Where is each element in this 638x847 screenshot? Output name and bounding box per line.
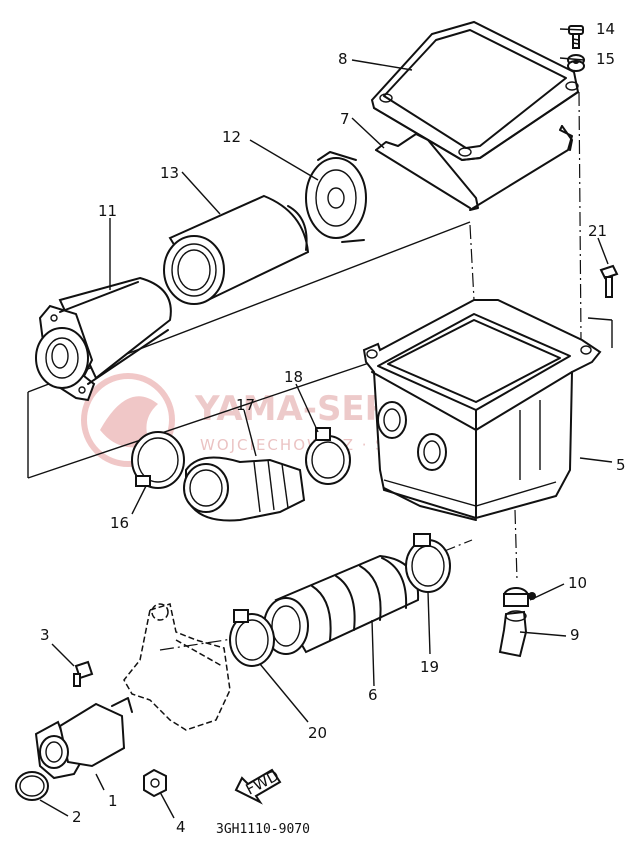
part-18-clamp bbox=[305, 427, 351, 485]
part-13-air-filter-element bbox=[163, 194, 310, 305]
callout-3: 3 bbox=[40, 626, 50, 644]
callout-17: 17 bbox=[236, 396, 255, 414]
diagram-code: 3GH1110-9070 bbox=[216, 822, 310, 837]
part-15-washer bbox=[567, 54, 585, 72]
callout-16: 16 bbox=[110, 514, 129, 532]
part-10-clip bbox=[503, 587, 536, 607]
callout-15: 15 bbox=[596, 50, 615, 68]
part-8-airbox-cover bbox=[370, 20, 580, 162]
carburetor-outline bbox=[123, 603, 231, 731]
callout-14: 14 bbox=[596, 20, 615, 38]
part-7-gasket bbox=[375, 125, 573, 211]
fwd-label: FWD bbox=[243, 766, 282, 798]
part-3-screw bbox=[73, 660, 94, 687]
callout-19: 19 bbox=[420, 658, 439, 676]
callout-8: 8 bbox=[338, 50, 348, 68]
callout-2: 2 bbox=[72, 808, 82, 826]
part-2-o-ring bbox=[15, 771, 49, 801]
callout-9: 9 bbox=[570, 626, 580, 644]
part-9-drain-cap bbox=[498, 610, 528, 658]
callout-21: 21 bbox=[588, 222, 607, 240]
forward-direction-arrow-icon: FWD bbox=[234, 766, 282, 805]
callout-11: 11 bbox=[98, 202, 117, 220]
part-12-element-cap bbox=[305, 151, 367, 243]
callout-5: 5 bbox=[616, 456, 626, 474]
callout-10: 10 bbox=[568, 574, 587, 592]
part-4-nut bbox=[143, 768, 167, 798]
part-5-airbox-case bbox=[362, 299, 602, 521]
part-21-bolt bbox=[599, 264, 619, 298]
callout-1: 1 bbox=[108, 792, 118, 810]
watermark-logo-icon bbox=[81, 373, 175, 467]
part-17-joint bbox=[183, 456, 306, 522]
callout-13: 13 bbox=[160, 164, 179, 182]
callout-20: 20 bbox=[308, 724, 327, 742]
callout-numbers: 14 15 8 7 12 13 11 21 5 18 17 16 10 9 19… bbox=[40, 20, 626, 836]
callout-12: 12 bbox=[222, 128, 241, 146]
part-20-clamp bbox=[229, 609, 275, 667]
callout-7: 7 bbox=[340, 110, 350, 128]
part-11-element-guide bbox=[35, 276, 172, 402]
callout-6: 6 bbox=[368, 686, 378, 704]
part-19-clamp bbox=[405, 533, 451, 593]
part-16-clamp bbox=[131, 431, 185, 489]
part-1-carburetor-joint bbox=[34, 697, 133, 780]
part-6-joint bbox=[263, 554, 420, 655]
callout-18: 18 bbox=[284, 368, 303, 386]
callout-4: 4 bbox=[176, 818, 186, 836]
leader-lines bbox=[39, 28, 613, 819]
